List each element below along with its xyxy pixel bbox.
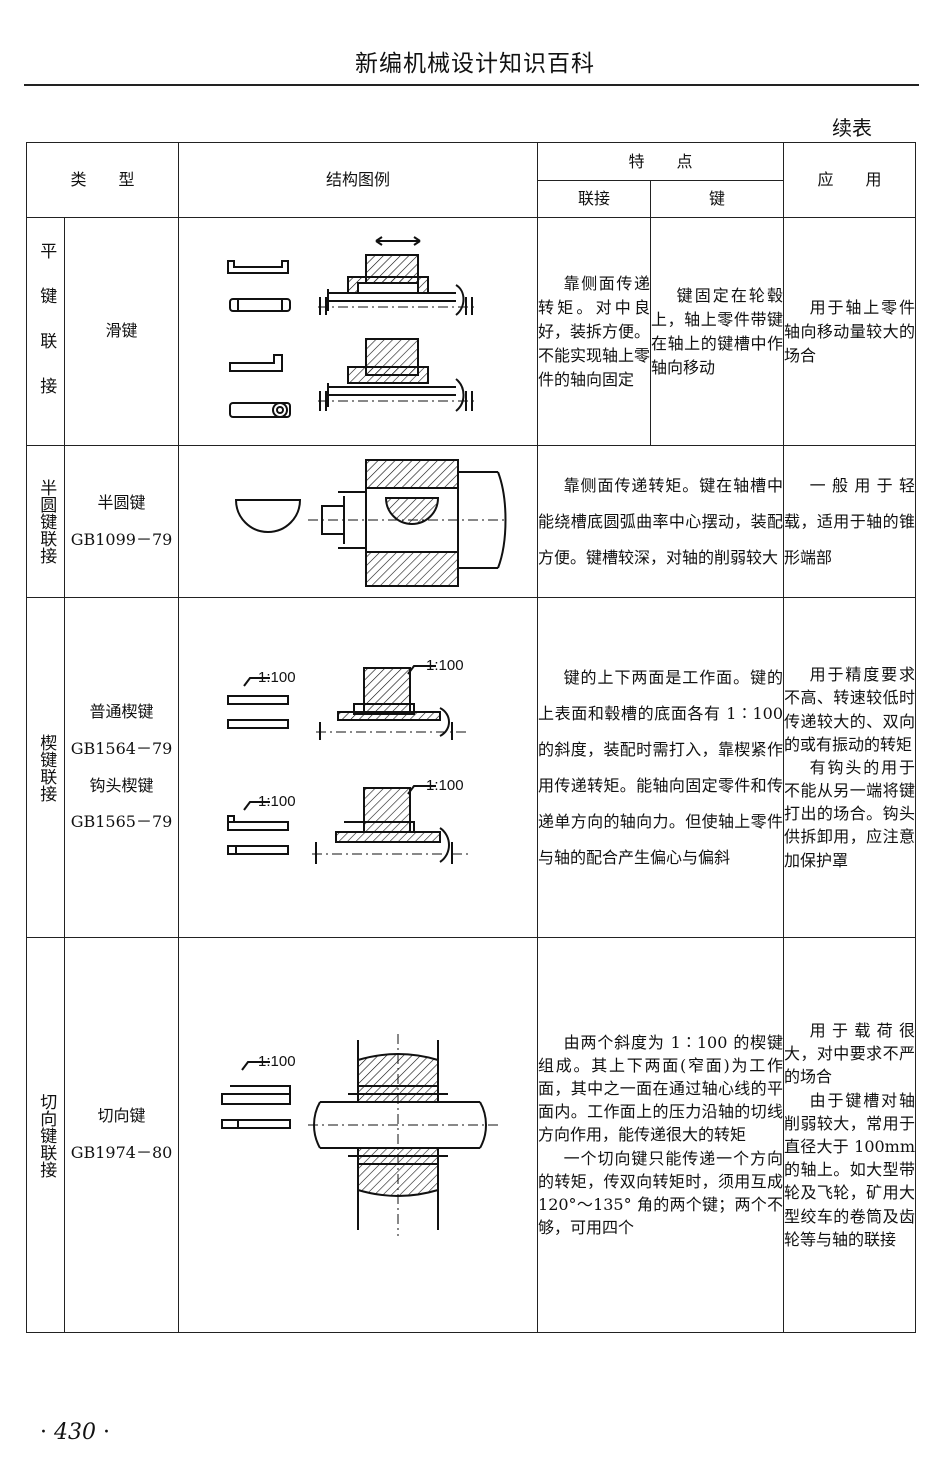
table-row: 平键联接 滑键 — [26, 217, 917, 446]
key-name: 半圆键 — [97, 492, 146, 512]
page-header: 新编机械设计知识百科 — [355, 51, 595, 77]
header-rule — [24, 84, 919, 86]
key-standard: GB1565－79 — [70, 812, 173, 832]
key-feature-cell: 键固定在轮毂上，轴上零件带键在轴上的键槽中作轴向移动 — [650, 217, 785, 446]
features-cell: 靠侧面传递转矩。键在轴槽中能绕槽底圆弧曲率中心摆动，装配方便。键槽较深，对轴的削… — [537, 445, 785, 598]
page-number-value: 430 — [54, 1420, 96, 1445]
key-name-cell: 切向键 GB1974－80 — [63, 937, 180, 1333]
diagram-cell: 1:100 — [178, 937, 539, 1333]
taper-label: 1:100 — [258, 793, 296, 810]
application-cell: 用于载荷很大，对中要求不严的场合 由于键槽对轴削弱较大，常用于直径大于 100m… — [783, 937, 917, 1333]
key-name: 切向键 — [97, 1106, 146, 1126]
key-connection-table: 类 型 结构图例 特 点 应 用 联接 键 平键联接 滑键 — [25, 142, 917, 1333]
key-standard: GB1564－79 — [70, 738, 173, 758]
key-standard: GB1974－80 — [70, 1143, 173, 1162]
application-para: 由于键槽对轴削弱较大，常用于直径大于 100mm 的轴上。如大型带轮及飞轮，矿用… — [784, 1090, 916, 1249]
header-application: 应 用 — [783, 142, 917, 218]
diagram-cell: 1:100 1:100 1:100 — [178, 597, 539, 938]
key-name-cell: 普通楔键 GB1564－79 钩头楔键 GB1565－79 — [63, 597, 180, 938]
table-row: 楔键联接 普通楔键 GB1564－79 钩头楔键 GB1565－79 — [26, 597, 917, 938]
category-label: 楔键联接 — [36, 733, 57, 802]
tangential-key-diagram: 1:100 — [221, 1034, 499, 1236]
category-label: 切向键联接 — [36, 1092, 57, 1178]
header-features: 特 点 — [537, 142, 785, 181]
table-row: 半圆键联接 半圆键 GB1099－79 — [26, 445, 917, 598]
taper-label: 1:100 — [258, 1053, 296, 1070]
key-name-cell: 半圆键 GB1099－79 — [63, 445, 180, 598]
application-para: 有钩头的用于不能从另一端将键打出的场合。钩头供拆卸用，应注意加保护罩 — [784, 757, 916, 870]
key-name-cell: 滑键 — [63, 217, 180, 446]
diagram-cell — [178, 217, 539, 446]
category-cell: 半圆键联接 — [26, 445, 65, 598]
features-cell: 由两个斜度为 1∶100 的楔键组成。其上下两面(窄面)为工作面，其中之一面在通… — [537, 937, 785, 1333]
key-name: 普通楔键 — [89, 701, 154, 721]
taper-key-diagram: 1:100 1:100 1:100 — [227, 658, 471, 864]
header-connection: 联接 — [537, 180, 652, 218]
taper-label: 1:100 — [426, 658, 464, 674]
features-para: 一个切向键只能传递一个方向的转矩，传双向转矩时，须用互成 120°～135° 角… — [538, 1148, 784, 1238]
key-standard: GB1099－79 — [70, 529, 173, 549]
diagram-cell — [178, 445, 539, 598]
connection-cell: 靠侧面传递转矩。对中良好，装拆方便。不能实现轴上零件的轴向固定 — [537, 217, 652, 446]
features-cell: 键的上下两面是工作面。键的上表面和毂槽的底面各有 1∶100 的斜度，装配时需打… — [537, 597, 785, 938]
key-name: 钩头楔键 — [89, 775, 154, 795]
header-type: 类 型 — [25, 142, 180, 218]
features-para: 由两个斜度为 1∶100 的楔键组成。其上下两面(窄面)为工作面，其中之一面在通… — [538, 1032, 784, 1145]
category-label: 平键联接 — [36, 241, 57, 422]
header-key: 键 — [650, 180, 785, 218]
taper-label: 1:100 — [258, 669, 296, 686]
application-cell: 用于精度要求不高、转速较低时传递较大的、双向的或有振动的转矩 有钩头的用于不能从… — [783, 597, 917, 938]
continued-label: 续表 — [832, 116, 872, 140]
category-label: 半圆键联接 — [36, 479, 57, 564]
category-cell: 切向键联接 — [26, 937, 65, 1333]
key-name: 滑键 — [105, 321, 138, 341]
application-cell: 用于轴上零件轴向移动量较大的场合 — [783, 217, 917, 446]
page-number: · 430 · — [40, 1420, 110, 1445]
woodruff-key-diagram — [235, 458, 509, 587]
category-cell: 平键联接 — [26, 217, 65, 446]
application-cell: 一般用于轻载，适用于轴的锥形端部 — [783, 445, 917, 598]
page-dot: · — [103, 1420, 110, 1445]
sliding-key-diagram — [227, 235, 479, 418]
application-para: 用于载荷很大，对中要求不严的场合 — [784, 1021, 916, 1087]
taper-label: 1:100 — [426, 777, 464, 794]
category-cell: 楔键联接 — [26, 597, 65, 938]
table-row: 切向键联接 切向键 GB1974－80 1:100 — [26, 937, 917, 1333]
page-dot: · — [40, 1420, 47, 1445]
application-para: 用于精度要求不高、转速较低时传递较大的、双向的或有振动的转矩 — [784, 665, 916, 754]
header-diagram: 结构图例 — [178, 142, 539, 218]
